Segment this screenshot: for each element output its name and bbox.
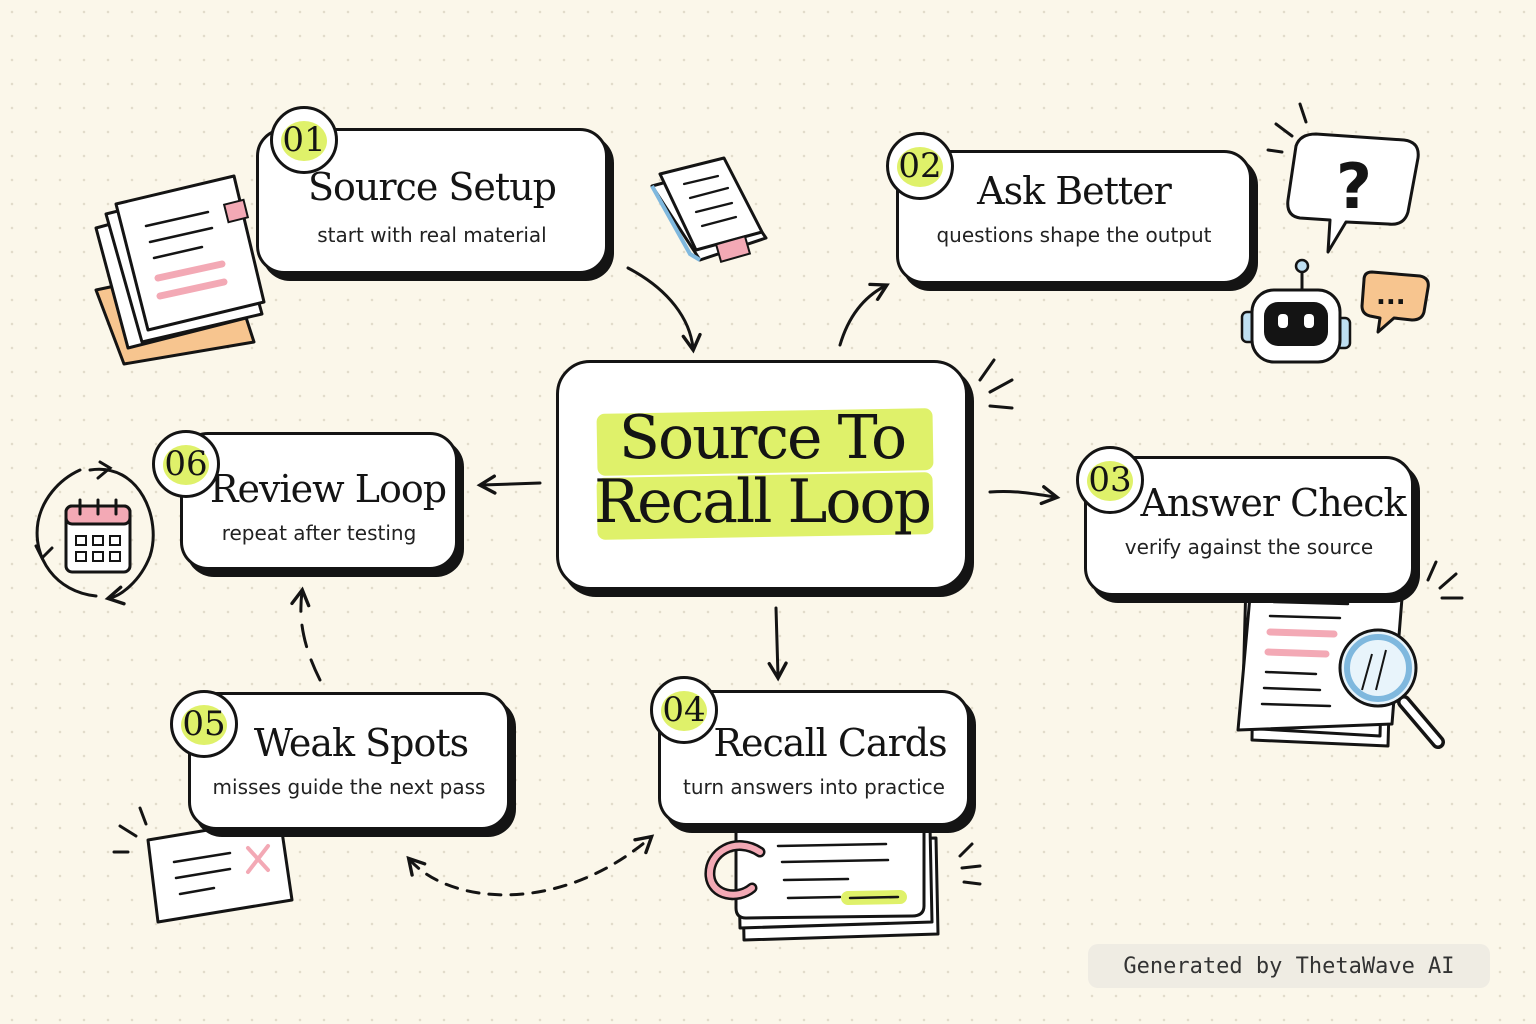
step-title: Review Loop [209, 467, 447, 511]
arrow-center-to-ask [838, 282, 890, 347]
flashcards-icon [704, 810, 940, 942]
center-loop-card[interactable]: Source To Recall Loop [556, 360, 968, 590]
step-number-badge: 05 [170, 690, 238, 758]
step-subtitle: questions shape the output [936, 223, 1212, 247]
step-title: Source Setup [308, 165, 557, 209]
step-title: Answer Check [1140, 481, 1406, 525]
arrow-weakspots-to-review [290, 586, 322, 682]
step-subtitle: misses guide the next pass [212, 775, 486, 799]
step-subtitle: repeat after testing [221, 521, 417, 545]
arrow-cards-weakspots [406, 834, 655, 897]
arrow-center-to-answer [988, 485, 1061, 506]
step-subtitle: turn answers into practice [683, 775, 945, 799]
step-title: Ask Better [977, 169, 1172, 213]
step-number-badge: 01 [270, 106, 338, 174]
magnifier-document-icon [1236, 572, 1445, 749]
step-number-badge: 04 [650, 676, 718, 744]
step-card-weak-spots[interactable]: Weak Spots misses guide the next pass [188, 692, 510, 830]
step-title: Recall Cards [713, 721, 947, 765]
step-card-ask-better[interactable]: Ask Better questions shape the output [896, 150, 1252, 284]
ellipsis-bubble: ... [1376, 281, 1406, 311]
step-card-source-setup[interactable]: Source Setup start with real material [256, 128, 608, 274]
step-card-review-loop[interactable]: Review Loop repeat after testing [180, 432, 458, 570]
step-card-recall-cards[interactable]: Recall Cards turn answers into practice [658, 690, 970, 826]
book-icon [650, 156, 768, 264]
step-number-badge: 03 [1076, 446, 1144, 514]
step-number-badge: 06 [152, 430, 220, 498]
robot-question-icon: ? ... [1240, 132, 1430, 364]
arrow-center-to-recall [767, 606, 788, 682]
step-number-badge: 02 [886, 132, 954, 200]
step-subtitle: verify against the source [1124, 535, 1374, 559]
documents-icon [94, 174, 266, 366]
arrow-book-to-center [626, 266, 702, 354]
calendar-cycle-icon [34, 460, 155, 606]
center-title-line-2: Recall Loop [593, 467, 932, 537]
x-card-icon [146, 816, 294, 924]
question-mark: ? [1336, 150, 1372, 223]
step-subtitle: start with real material [317, 223, 547, 247]
arrow-center-to-review [476, 474, 542, 495]
center-title-line-1: Source To [618, 403, 907, 473]
step-title: Weak Spots [253, 721, 469, 765]
generated-by-badge: Generated by ThetaWave AI [1088, 944, 1490, 988]
